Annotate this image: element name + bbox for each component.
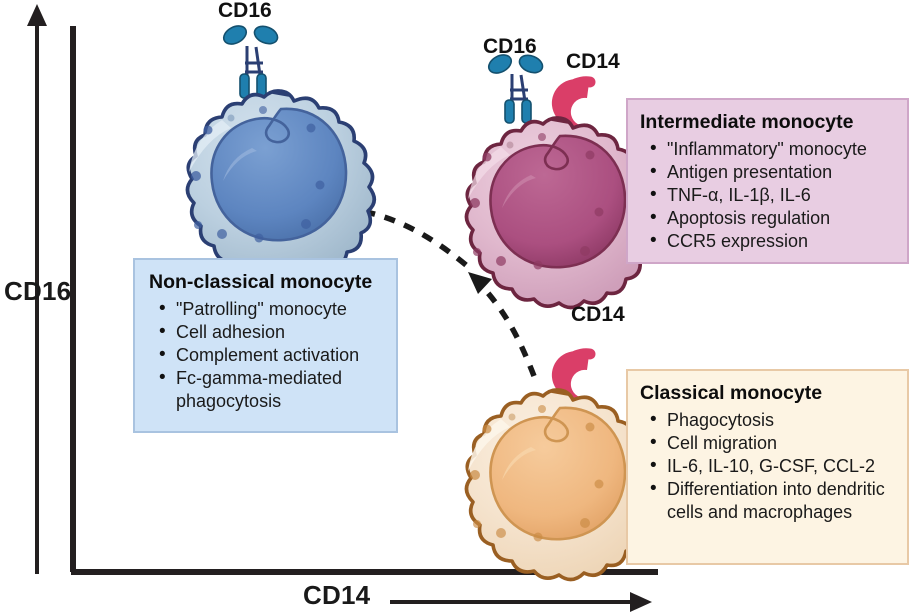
intermediate-nucleus xyxy=(489,134,627,269)
list-item: Cell adhesion xyxy=(155,320,384,344)
list-item: Antigen presentation xyxy=(646,160,897,184)
classical-monocyte-infobox: Classical monocyte Phagocytosis Cell mig… xyxy=(626,369,909,565)
y-axis-arrowhead xyxy=(27,4,47,26)
list-item: IL-6, IL-10, G-CSF, CCL-2 xyxy=(646,454,897,478)
list-item: TNF-α, IL-1β, IL-6 xyxy=(646,183,897,207)
nonclassical-nucleus xyxy=(210,107,348,242)
list-item: Cell migration xyxy=(646,431,897,455)
non-classical-monocyte-cell xyxy=(185,25,377,283)
cd16-receptor-nonclassical xyxy=(222,25,279,99)
non-classical-monocyte-infobox: Non-classical monocyte "Patrolling" mono… xyxy=(133,258,398,433)
list-item: CCR5 expression xyxy=(646,229,897,253)
non-classical-feature-list: "Patrolling" monocyte Cell adhesion Comp… xyxy=(149,297,384,413)
cd16-receptor-intermediate xyxy=(487,54,544,124)
cd16-label-intermediate: CD16 xyxy=(483,35,537,58)
list-item: Differentiation into dendritic cells and… xyxy=(646,477,897,524)
x-axis-arrowhead xyxy=(630,592,652,612)
intermediate-feature-list: "Inflammatory" monocyte Antigen presenta… xyxy=(640,137,897,253)
arrowhead-to-intermediate xyxy=(468,272,492,294)
cd14-label-intermediate: CD14 xyxy=(566,50,620,73)
cd16-label-nonclassical: CD16 xyxy=(218,0,272,22)
classical-nucleus xyxy=(489,406,627,541)
x-axis-label: CD14 xyxy=(303,580,371,610)
list-item: Complement activation xyxy=(155,343,384,367)
list-item: Phagocytosis xyxy=(646,408,897,432)
list-item: Fc-gamma-mediated phagocytosis xyxy=(155,366,384,413)
non-classical-title: Non-classical monocyte xyxy=(149,271,373,293)
arrow-intermediate-to-nonclassical xyxy=(361,208,468,268)
classical-title: Classical monocyte xyxy=(640,382,823,404)
list-item: Apoptosis regulation xyxy=(646,206,897,230)
intermediate-title: Intermediate monocyte xyxy=(640,111,854,133)
classical-monocyte-cell xyxy=(464,348,656,582)
list-item: "Patrolling" monocyte xyxy=(155,297,384,321)
intermediate-monocyte-infobox: Intermediate monocyte "Inflammatory" mon… xyxy=(626,98,909,264)
classical-feature-list: Phagocytosis Cell migration IL-6, IL-10,… xyxy=(640,408,897,524)
list-item: "Inflammatory" monocyte xyxy=(646,137,897,161)
y-axis-label: CD16 xyxy=(4,276,72,306)
cd14-label-classical: CD14 xyxy=(571,303,625,326)
